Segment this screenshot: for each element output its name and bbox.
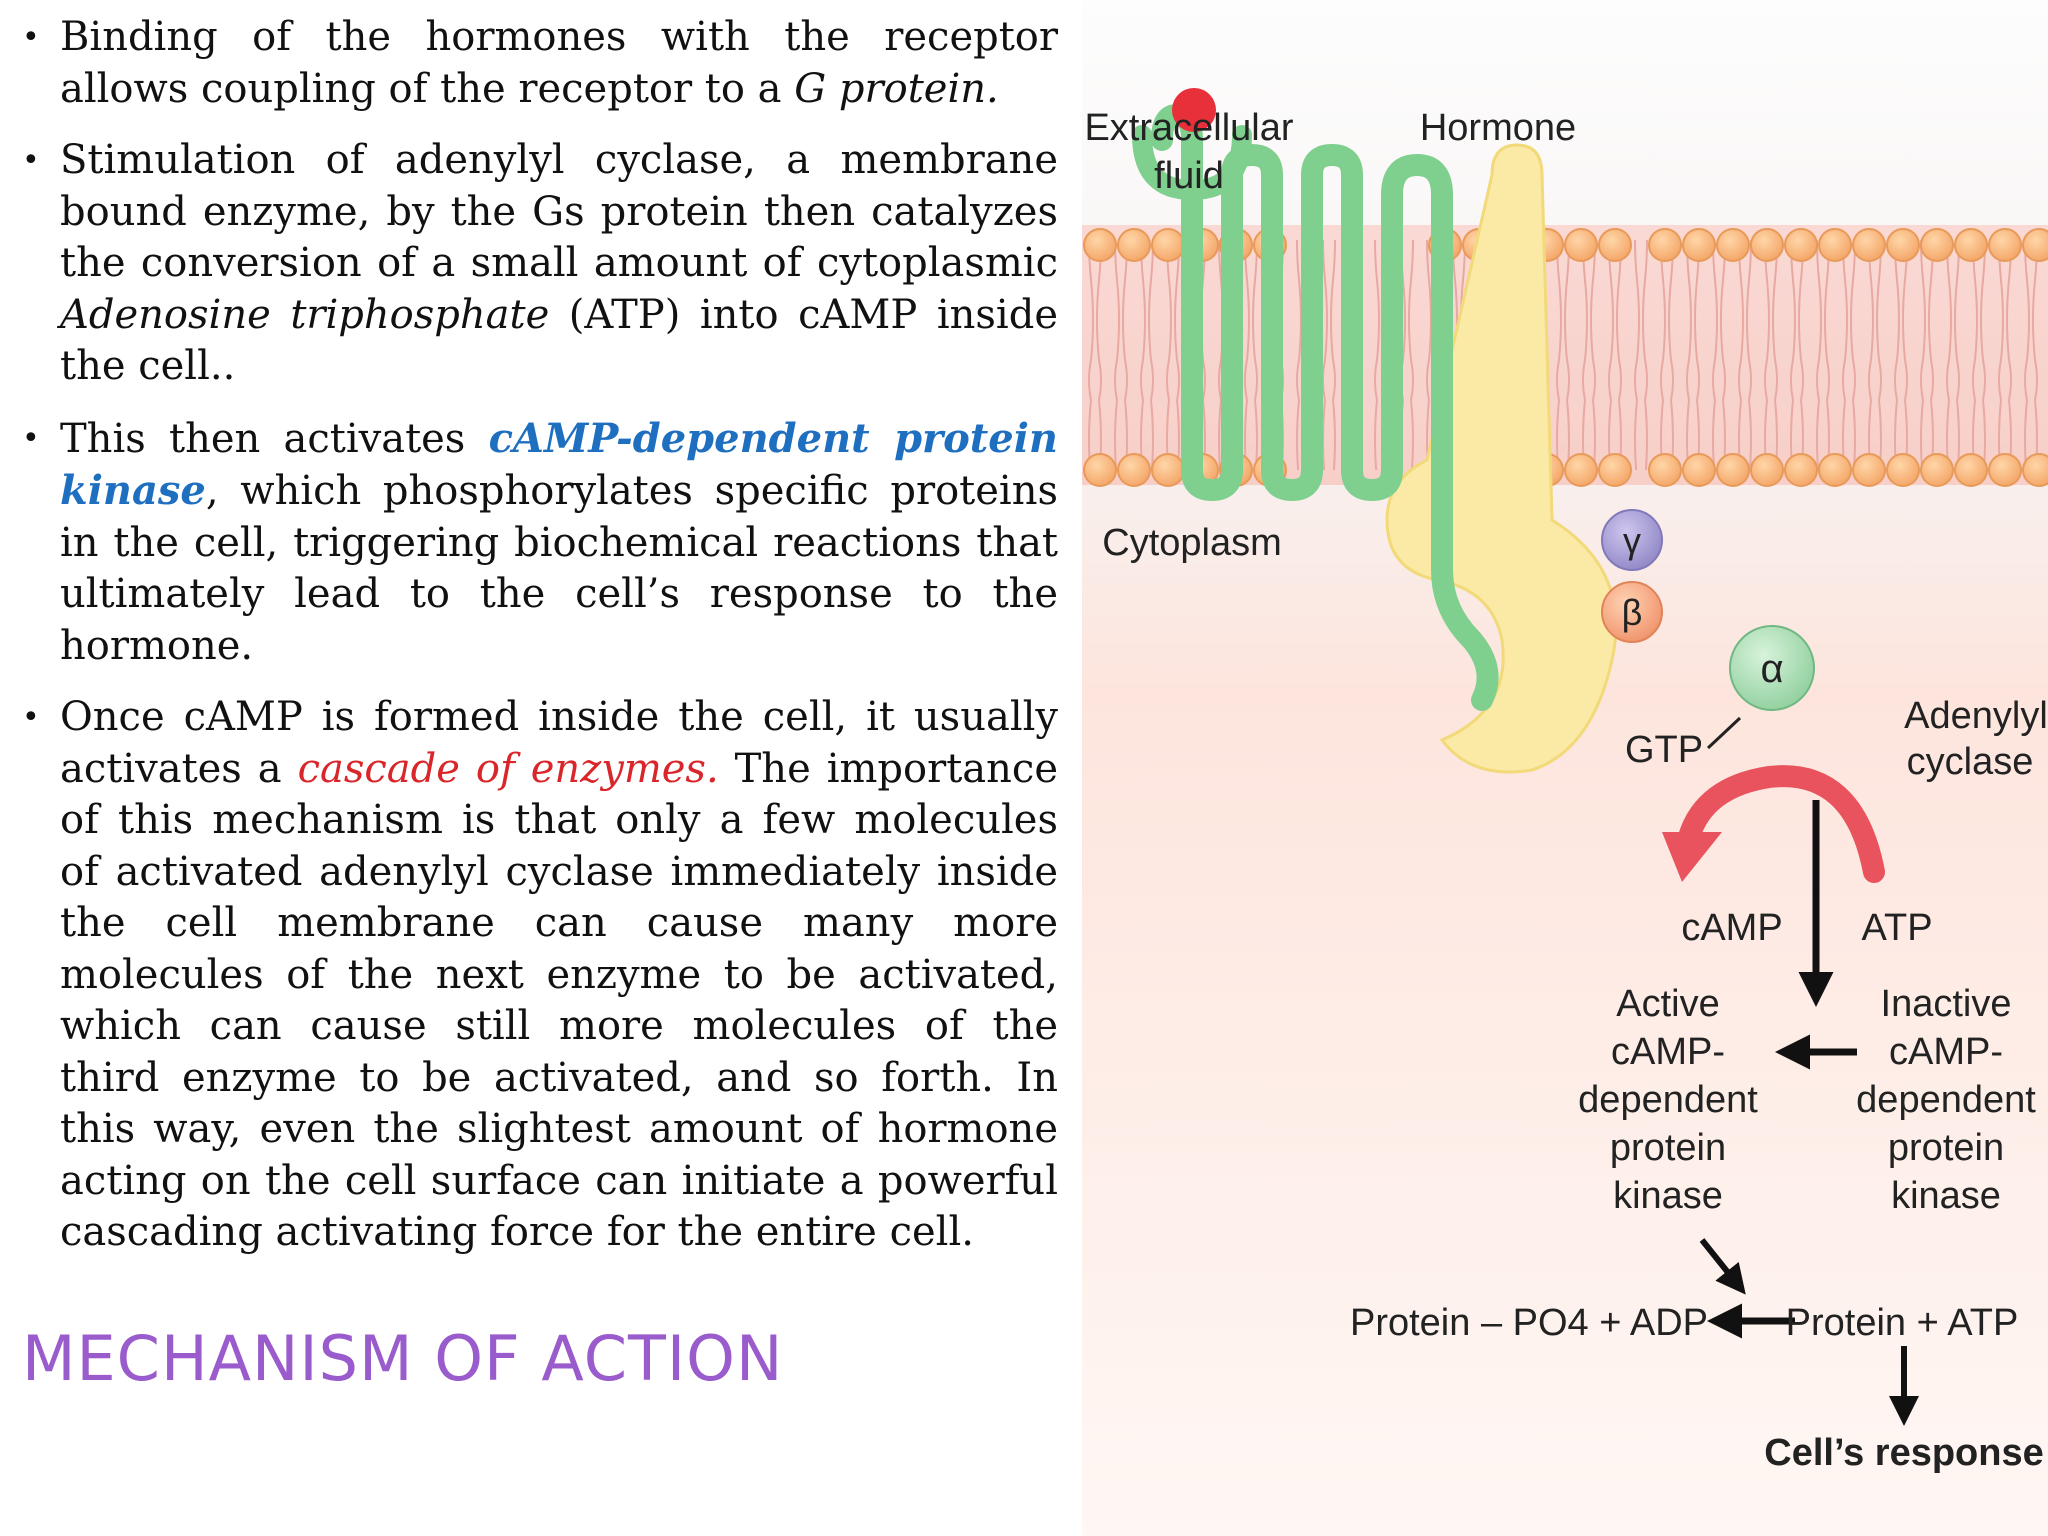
lipid-head (1117, 228, 1151, 262)
atp-to-camp-arrow (1662, 765, 1885, 883)
bullet-text-segment: G protein. (794, 65, 999, 112)
lipid-head (1083, 228, 1117, 262)
lipid-head (1648, 228, 1682, 262)
bullet-text-segment: cascade of enzymes. (297, 745, 719, 792)
lipid-head (1151, 228, 1185, 262)
gamma-subunit (1601, 509, 1663, 571)
lipid-head (1682, 228, 1716, 262)
lipid-head (1716, 453, 1750, 487)
kinase-label-line: protein (1610, 1127, 1726, 1169)
lipid-head (1117, 453, 1151, 487)
kinase-label-line: kinase (1613, 1175, 1723, 1217)
lipid-head (1920, 453, 1954, 487)
beta-subunit (1601, 581, 1663, 643)
bullet-text-segment: (ATP) into cAMP inside the cell.. (60, 291, 1058, 390)
kinase-label-line: dependent (1856, 1079, 2036, 1121)
lipid-head (1083, 453, 1117, 487)
adenylyl-label-1: Adenylyl (1904, 695, 2048, 737)
gtp-label: GTP (1625, 729, 1703, 771)
kinase-label-line: dependent (1578, 1079, 1758, 1121)
bullet-text-segment: Adenosine triphosphate (60, 291, 550, 338)
kinase-label-line: Active (1616, 983, 1719, 1025)
bullet-item: This then activates cAMP-dependent prote… (22, 413, 1058, 673)
inactive-kinase-label: Inactive cAMP-dependent protein kinase (1856, 983, 2036, 1217)
bullet-text-segment: cAMP-dependent protein kinase (60, 414, 1059, 515)
text-column: Binding of the hormones with the recepto… (0, 0, 1080, 1536)
cytoplasm-label: Cytoplasm (1102, 522, 1282, 564)
lipid-head (2022, 453, 2048, 487)
bullet-item: Binding of the hormones with the recepto… (22, 12, 1058, 115)
alpha-subunit (1729, 625, 1815, 711)
lipid-head (1852, 453, 1886, 487)
gamma-label: γ (1623, 520, 1641, 561)
protein-po4-label: Protein – PO4 + ADP (1350, 1302, 1708, 1344)
lipid-head (1954, 228, 1988, 262)
lipid-head (1886, 228, 1920, 262)
camp-label: cAMP (1681, 907, 1782, 949)
bullet-list: Binding of the hormones with the recepto… (22, 12, 1058, 1279)
lipid-head (1750, 228, 1784, 262)
beta-label: β (1622, 592, 1643, 633)
lipid-head (1818, 453, 1852, 487)
protein-atp-label: Protein + ATP (1786, 1302, 2019, 1344)
lipid-head (1151, 453, 1185, 487)
receptor-binding-site (1132, 125, 1252, 201)
kinase-label-line: Inactive (1881, 983, 2012, 1025)
lipid-head (1920, 228, 1954, 262)
lipid-head (1988, 228, 2022, 262)
bullet-text-segment: Stimulation of adenylyl cyclase, a membr… (60, 137, 1058, 286)
active-kinase-label: Active cAMP-dependent protein kinase (1578, 983, 1758, 1217)
kinase-label-line: cAMP- (1611, 1031, 1725, 1073)
lipid-head (2022, 228, 2048, 262)
lipid-head (1648, 453, 1682, 487)
lipid-head (1954, 453, 1988, 487)
lipid-head (1750, 453, 1784, 487)
lipid-head (1784, 453, 1818, 487)
adenylyl-cyclase-shape (1385, 143, 1618, 774)
kinase-label-line: kinase (1891, 1175, 2001, 1217)
lipid-head (1598, 228, 1632, 262)
lipid-head (1716, 228, 1750, 262)
atp-label: ATP (1861, 907, 1932, 949)
cells-response-label: Cell’s response (1764, 1432, 2044, 1474)
lipid-head (1988, 453, 2022, 487)
bullet-text-segment: Once cAMP is formed inside the cell, it … (60, 694, 1058, 792)
page-heading: MECHANISM OF ACTION (22, 1322, 784, 1395)
lipid-head (1852, 228, 1886, 262)
lipid-head (1886, 453, 1920, 487)
bullet-text-segment: Binding of the hormones with the recepto… (60, 14, 1058, 112)
camp-mechanism-diagram: Extracellular fluid Hormone Cytoplasm γ … (1082, 0, 2048, 1536)
kinase-label-line: cAMP- (1889, 1031, 2003, 1073)
bullet-text-segment: This then activates (60, 415, 489, 462)
extracellular-label-2: fluid (1154, 155, 1224, 197)
hormone-molecule (1172, 88, 1216, 132)
lipid-head (1682, 453, 1716, 487)
gtp-pointer (1706, 716, 1742, 750)
adenylyl-label-2: cyclase (1907, 741, 2034, 783)
lipid-head (1598, 453, 1632, 487)
lipid-head (1818, 228, 1852, 262)
lipid-head (1784, 228, 1818, 262)
bullet-item: Stimulation of adenylyl cyclase, a membr… (22, 135, 1058, 393)
extracellular-label-1: Extracellular (1084, 107, 1293, 149)
hormone-label: Hormone (1420, 107, 1576, 149)
kinase-to-phosphorylation-arrow (1699, 1238, 1746, 1295)
bullet-text-segment: The importance of this mechanism is that… (60, 745, 1058, 1256)
lipid-head (1564, 453, 1598, 487)
alpha-label: α (1760, 647, 1783, 691)
bullet-text-segment: , which phosphorylates specific proteins… (60, 468, 1058, 669)
lipid-head (1564, 228, 1598, 262)
bullet-item: Once cAMP is formed inside the cell, it … (22, 692, 1058, 1259)
kinase-label-line: protein (1888, 1127, 2004, 1169)
receptor-shape (1151, 104, 1499, 711)
